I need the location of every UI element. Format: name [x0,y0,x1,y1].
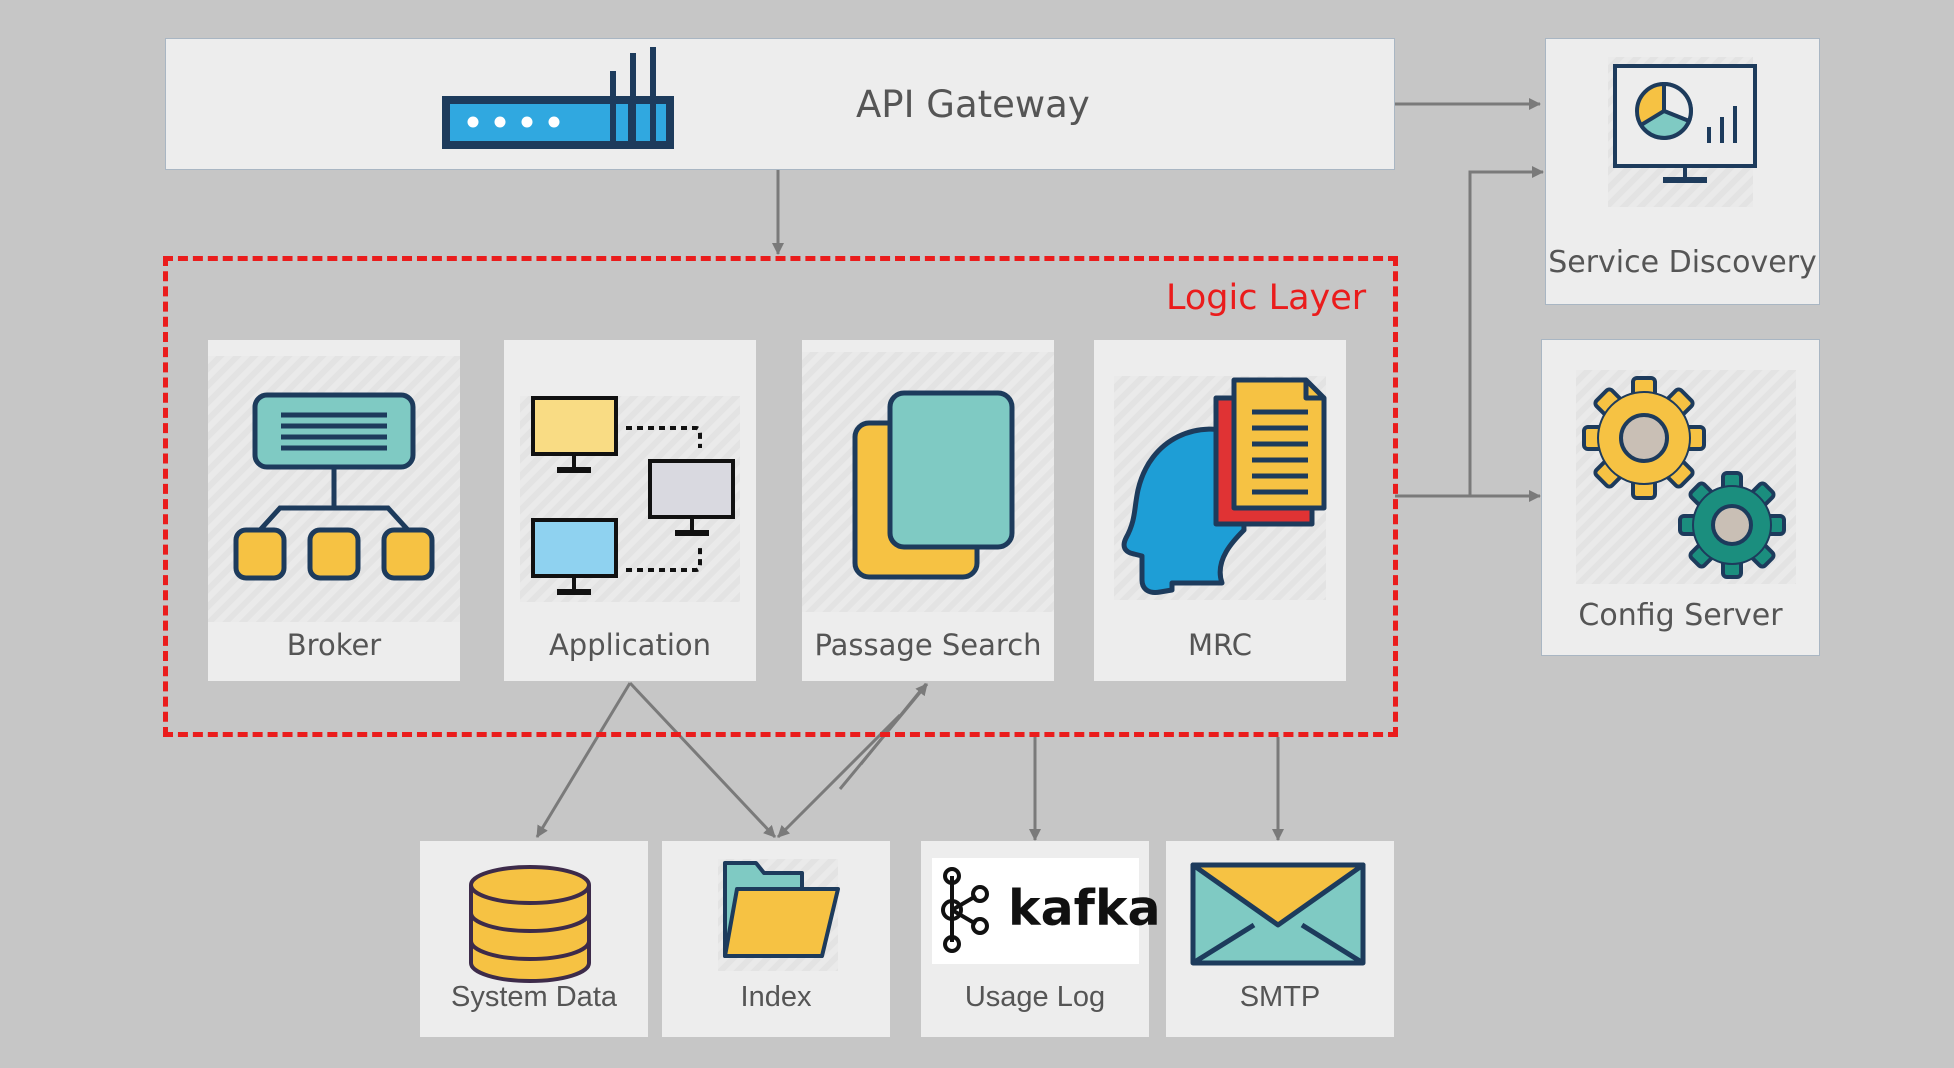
broker-label: Broker [286,628,382,662]
kafka-wordmark: kafka [1008,880,1161,937]
config-server-label: Config Server [1578,598,1783,633]
application-label: Application [548,628,712,662]
application-card: Application [504,340,756,681]
arrow-logic-to-service-discovery [1468,166,1544,496]
system-data-label: System Data [451,981,617,1013]
arrow-application-to-index [628,681,777,839]
passage-search-card: Passage Search [802,340,1054,681]
mrc-card: MRC [1094,340,1346,681]
hierarchy-icon [233,392,435,581]
kafka-logo: kafka [932,858,1161,964]
mrc-label: MRC [1188,628,1252,662]
arrow-application-to-system-data [535,682,632,838]
gears-icon [1582,376,1786,579]
broker-card: Broker [208,340,460,681]
kafka-graph-icon [941,867,989,953]
logic-layer-frame [163,256,1398,737]
api-gateway-box: API Gateway [165,38,1395,170]
passage-search-label: Passage Search [814,628,1042,662]
smtp-label: SMTP [1239,981,1321,1013]
database-icon [469,865,591,983]
monitor-chart-icon [1613,64,1757,183]
index-card: Index [662,841,890,1037]
index-label: Index [740,981,812,1013]
system-data-card: System Data [420,841,648,1037]
usage-log-card: kafka Usage Log [921,841,1161,1037]
smtp-card: SMTP [1166,841,1394,1037]
folder-icon [723,861,840,958]
envelope-icon [1190,862,1366,966]
usage-log-label: Usage Log [964,981,1106,1013]
service-discovery-label: Service Discovery [1548,245,1817,280]
logic-layer-title: Logic Layer [1166,278,1367,318]
router-icon [442,47,674,149]
network-monitors-icon [531,396,735,595]
api-gateway-title: API Gateway [856,83,1090,126]
config-server-box: Config Server [1541,339,1820,656]
documents-icon [852,390,1015,580]
service-discovery-box: Service Discovery [1545,38,1820,305]
head-documents-icon [1121,377,1327,595]
